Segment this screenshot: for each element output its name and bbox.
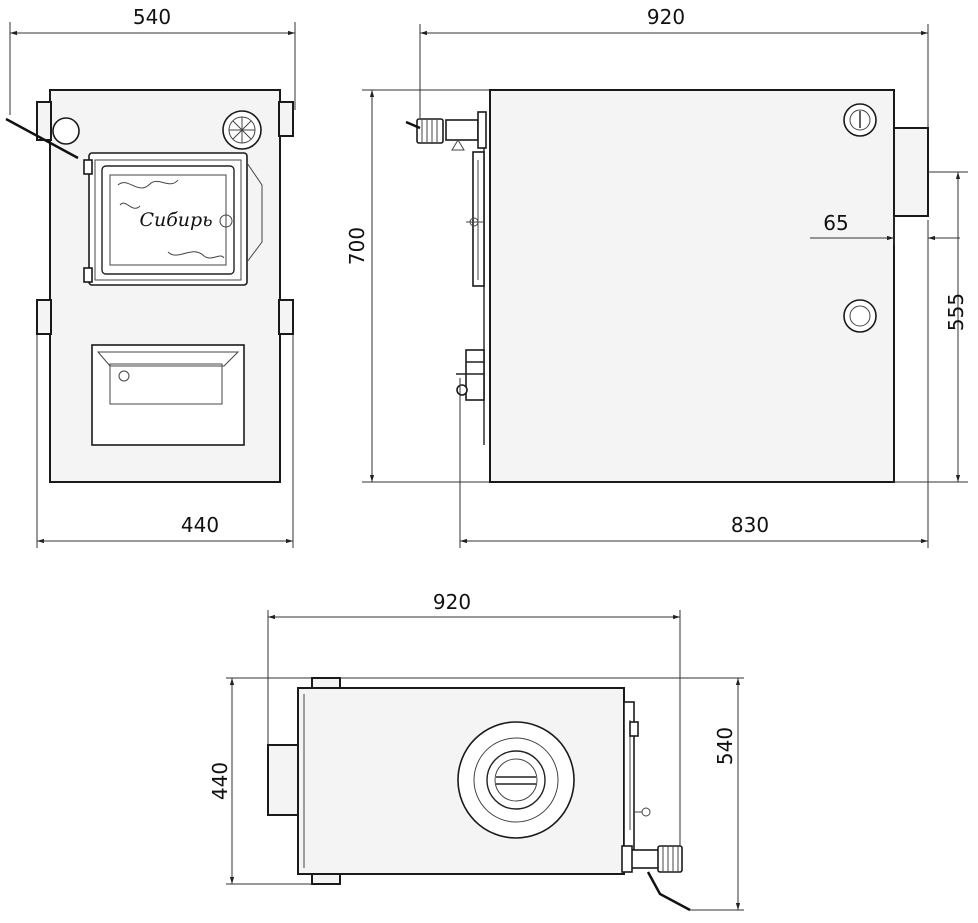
front-width-bottom-label: 440 bbox=[181, 513, 219, 537]
side-depth-bottom-label: 830 bbox=[731, 513, 769, 537]
front-left-lug-bottom bbox=[36, 299, 52, 335]
top-width-left-dimension: 440 bbox=[208, 677, 312, 885]
side-lower-port-icon bbox=[843, 299, 877, 333]
top-view: 920 bbox=[208, 590, 744, 912]
top-front-fittings bbox=[621, 701, 661, 873]
side-draft-regulator-icon bbox=[405, 118, 444, 144]
top-cooking-ring-icon bbox=[457, 721, 575, 839]
top-depth-label: 920 bbox=[433, 590, 471, 614]
door-logo-text: Сибирь bbox=[139, 209, 212, 231]
side-depth-bottom-dimension: 830 bbox=[459, 220, 929, 548]
front-right-lug-top bbox=[278, 101, 294, 137]
top-width-right-label: 540 bbox=[713, 727, 737, 765]
side-flue-offset-dimension: 65 bbox=[810, 211, 960, 245]
side-flue-height-label: 555 bbox=[944, 293, 968, 331]
side-height-label: 700 bbox=[345, 227, 369, 265]
top-lug-bottom bbox=[311, 873, 341, 885]
side-height-dimension: 700 bbox=[345, 89, 490, 483]
side-flue-height-dimension: 555 bbox=[894, 171, 968, 483]
front-loading-door: Сибирь bbox=[83, 152, 263, 286]
side-upper-port-icon bbox=[843, 103, 877, 137]
side-flue-offset-label: 65 bbox=[823, 211, 848, 235]
side-boiler-body bbox=[489, 89, 895, 483]
top-width-left-label: 440 bbox=[208, 762, 232, 800]
front-right-lug-bottom bbox=[278, 299, 294, 335]
side-front-fittings bbox=[445, 111, 487, 445]
front-width-top-label: 540 bbox=[133, 5, 171, 29]
side-depth-top-dimension: 920 bbox=[419, 5, 929, 128]
front-left-lug-top bbox=[36, 101, 52, 141]
front-width-top-dimension: 540 bbox=[9, 5, 296, 115]
front-ash-door bbox=[91, 344, 245, 446]
front-temperature-gauge-icon bbox=[222, 110, 262, 150]
side-flue-pipe bbox=[893, 127, 929, 217]
front-draft-lever-icon bbox=[5, 117, 80, 160]
side-depth-top-label: 920 bbox=[647, 5, 685, 29]
top-flue-pipe bbox=[267, 744, 299, 816]
top-draft-regulator-icon bbox=[646, 845, 691, 912]
side-view: 920 700 bbox=[345, 5, 968, 548]
top-width-right-dimension: 540 bbox=[340, 677, 744, 911]
top-lug-top bbox=[311, 677, 341, 689]
front-view: 540 bbox=[5, 5, 296, 548]
front-width-bottom-dimension: 440 bbox=[36, 335, 294, 548]
